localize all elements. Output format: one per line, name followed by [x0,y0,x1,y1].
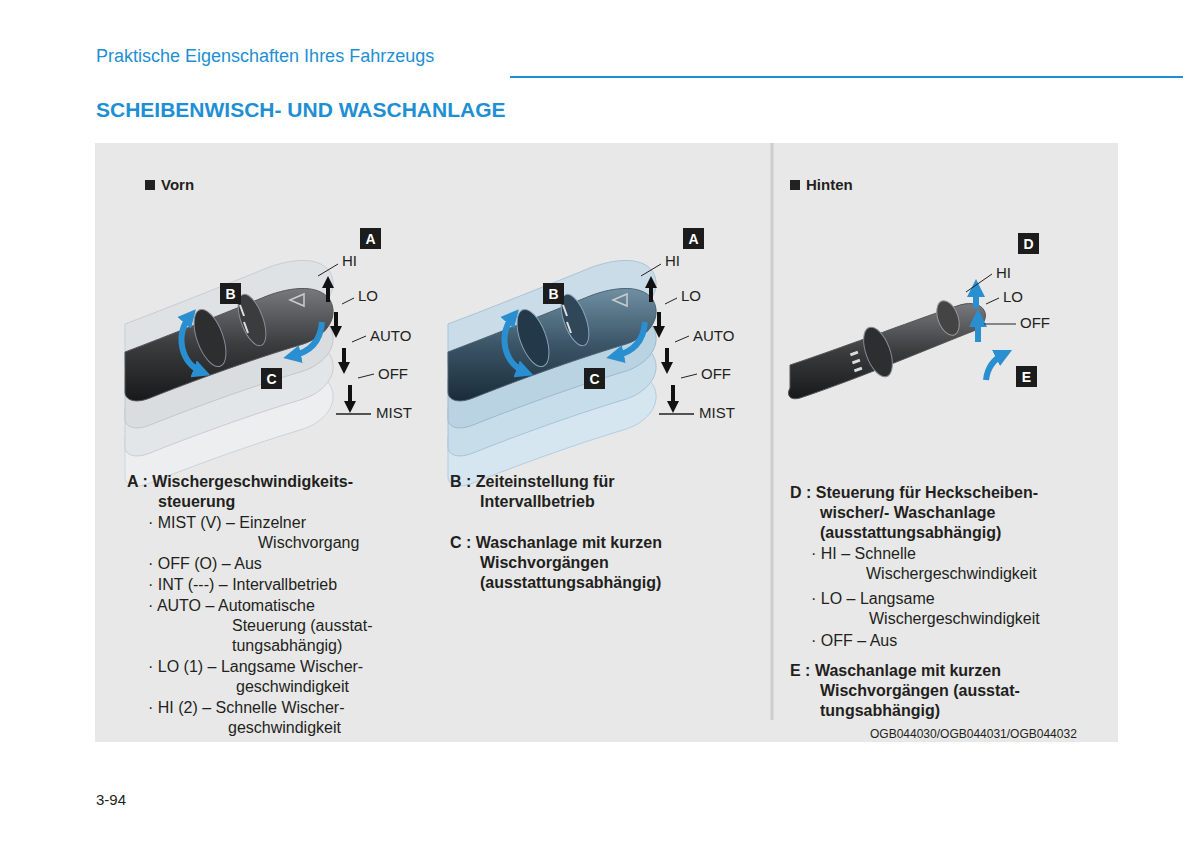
position-label: HI [342,251,357,271]
legend-heading: A : Wischergeschwindigkeits- steuerung [127,472,408,512]
section-heading: Vorn [161,175,194,195]
figure-code: OGB044030/OGB044031/OGB044032 [870,726,1077,742]
callout-box: E [1016,366,1037,387]
legend-heading: D : Steuerung für Heckscheiben- wischer/… [790,483,1070,543]
legend-item: · OFF (O) – Aus [148,554,262,574]
bullet-square [145,180,155,190]
callout-letter: B [548,286,558,302]
bullet-square [790,180,800,190]
callout-box: B [220,283,241,304]
page-number: 3-94 [96,790,126,810]
callout-box: C [261,368,282,389]
legend-item: · INT (---) – Intervallbetrieb [148,575,337,595]
callout-box: A [683,228,704,249]
callout-letter: C [589,371,599,387]
position-label: AUTO [693,326,734,346]
legend-item: · OFF – Aus [811,631,897,651]
legend-heading: B : Zeiteinstellung für Intervallbetrieb [450,472,680,512]
section-heading: Hinten [806,175,853,195]
position-label: OFF [701,364,731,384]
front-stalk-illustration [448,260,697,485]
position-label: HI [665,251,680,271]
callout-box: D [1018,233,1039,254]
callout-letter: B [225,286,235,302]
rear-stalk-illustration [788,274,1016,399]
callout-letter: C [266,371,276,387]
position-label: LO [1003,287,1023,307]
legend-heading: E : Waschanlage mit kurzen Wischvorgänge… [790,661,1055,721]
position-label: OFF [1020,313,1050,333]
callout-letter: A [365,231,375,247]
callout-box: C [584,368,605,389]
legend-heading: C : Waschanlage mit kurzen Wischvorgänge… [450,533,695,593]
running-header: Praktische Eigenschaften Ihres Fahrzeugs [96,46,434,66]
callout-letter: E [1022,369,1031,385]
legend-item: · LO (1) – Langsame Wischer- geschwindig… [148,657,386,697]
position-label: MIST [699,403,735,423]
position-label: MIST [376,403,412,423]
legend-item: · LO – Langsame Wischergeschwindigkeit [811,589,1069,629]
front-stalk-illustration [125,260,374,485]
callout-letter: A [688,231,698,247]
legend-item: · AUTO – Automatische Steuerung (ausstat… [148,596,377,656]
position-label: LO [358,286,378,306]
legend-item: · HI (2) – Schnelle Wischer- geschwindig… [148,698,378,738]
panel-divider [771,143,774,720]
position-label: AUTO [370,326,411,346]
page-title: SCHEIBENWISCH- UND WASCHANLAGE [96,97,506,123]
callout-box: B [543,283,564,304]
legend-item: · MIST (V) – Einzelner Wischvorgang [148,513,378,553]
position-label: LO [681,286,701,306]
legend-item: · HI – Schnelle Wischergeschwindigkeit [811,544,1066,584]
callout-letter: D [1023,236,1033,252]
content-panel [95,143,1118,742]
header-rule [510,76,1183,78]
position-label: HI [996,263,1011,283]
position-label: OFF [378,364,408,384]
callout-box: A [360,228,381,249]
